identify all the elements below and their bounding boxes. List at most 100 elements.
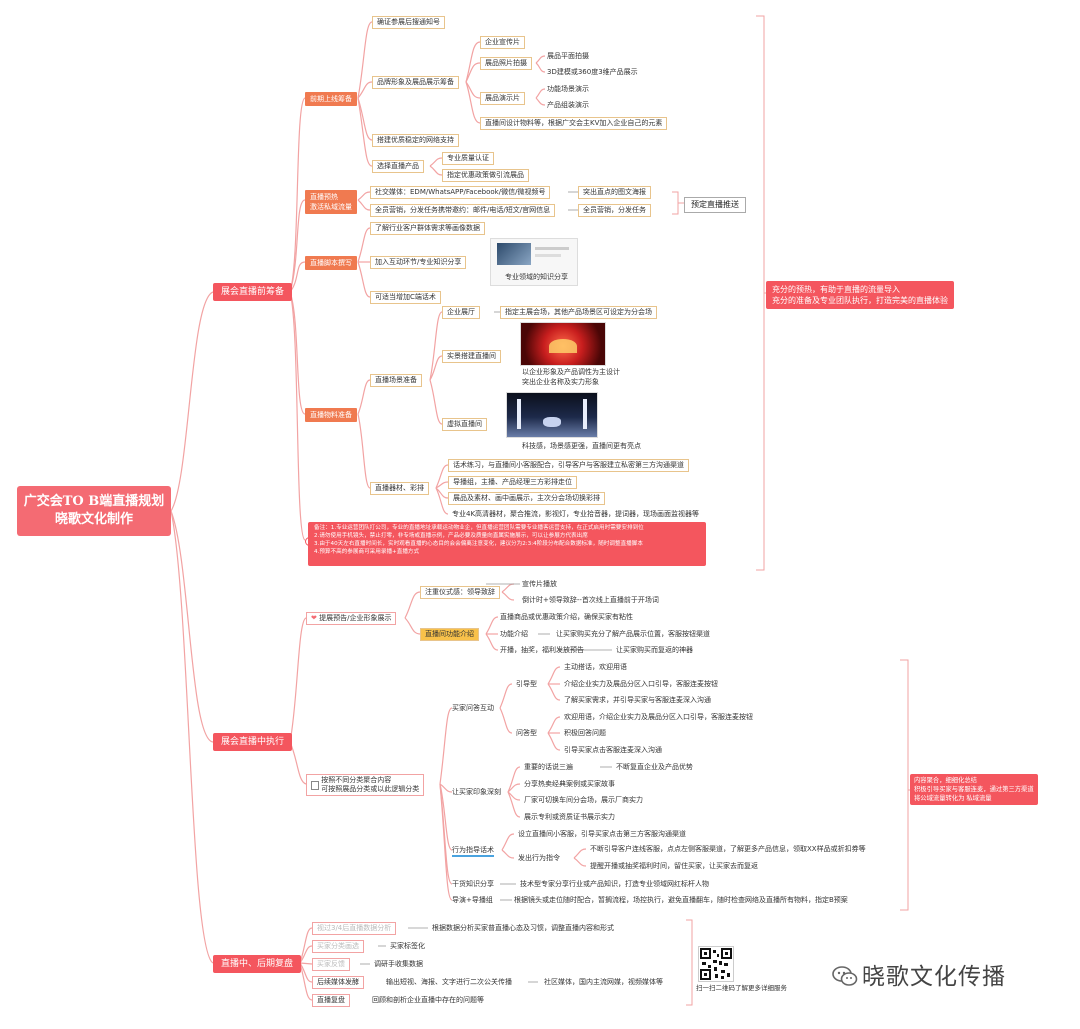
main-topic-during[interactable]: 展会直播中执行 — [213, 733, 293, 751]
node-flat-photo: 展品平面拍摄 — [547, 52, 589, 60]
node-pip-rehearsal[interactable]: 展品及素材、画中画展示，主次分会场切换彩排 — [448, 492, 605, 505]
node-brand-prep[interactable]: 品牌形象及展品展示筹备 — [372, 76, 459, 89]
heart-icon: ❤ — [311, 614, 317, 622]
node-promo-video[interactable]: 企业宣传片 — [480, 36, 525, 49]
node-audience[interactable]: 了解行业客户群体需求等画像数据 — [370, 222, 485, 235]
node-3d-model: 3D建模或360度3维产品展示 — [547, 68, 638, 76]
pre-note-line: 备注：1.专业运营团队打公司，专业的直播地址承载运动物业企，但直播运营团队需要专… — [314, 525, 644, 531]
section-warmup-line1: 直播预热 — [310, 193, 338, 201]
main-topic-pre[interactable]: 展会直播前筹备 — [213, 283, 293, 301]
node-showroom[interactable]: 企业展厅 — [442, 306, 480, 319]
during-summary-line1: 内容聚合，细细化总结 — [914, 777, 977, 784]
node-guide-3: 了解买家需求，并引导买家与客服连麦深入沟通 — [564, 696, 711, 704]
node-interaction[interactable]: 加入互动环节/专业知识分享 — [370, 256, 467, 269]
section-content[interactable]: 按照不同分类聚合内容 可按照展品分类或以此逻辑分类 — [306, 774, 425, 796]
node-main-venue[interactable]: 指定主展会场，其他产品场景区可设定为分会场 — [500, 306, 657, 319]
section-script[interactable]: 直播脚本撰写 — [305, 256, 357, 270]
node-case: 分享热卖经典案例或买家故事 — [524, 780, 615, 788]
section-content-line1: 按照不同分类聚合内容 — [321, 776, 392, 784]
node-knowledge-detail: 技术型专家分享行业或产品知识，打造专业领域网红标杆人物 — [520, 880, 709, 888]
knowledge-image-thumb — [497, 243, 531, 265]
during-summary-line2: 积极引导买家与客服连麦，通过第三方渠道 — [914, 786, 1034, 793]
real-studio-caption1: 以企业形象及产品调性为主设计 — [522, 368, 620, 376]
root-topic[interactable]: 广交会TO B端直播规划 晓歌文化制作 — [17, 486, 171, 536]
node-schedule-push[interactable]: 预定直播推送 — [684, 197, 746, 213]
section-materials[interactable]: 直播物料准备 — [305, 408, 357, 422]
pre-summary[interactable]: 充分的预热，有助于直播的流量导入 充分的准备及专业团队执行，打造完美的直播体验 — [766, 281, 954, 309]
during-summary[interactable]: 内容聚合，细细化总结 积极引导买家与客服连麦，通过第三方渠道 将公域流量转化为 … — [910, 774, 1038, 805]
node-register[interactable]: 确证参展后搜通知号 — [372, 16, 445, 29]
node-buyer-classify[interactable]: 买家分类画选 — [312, 940, 364, 953]
node-scene-prep[interactable]: 直播场景准备 — [370, 374, 422, 387]
node-social-media[interactable]: 社交媒体：EDM/WhatsAPP/Facebook/微信/微视频号 — [370, 186, 551, 199]
node-script-practice[interactable]: 话术练习，与直播间小客服配合，引导客户与客服建立私密第三方沟通渠道 — [448, 459, 689, 472]
node-feedback-detail: 调研手收集数据 — [374, 960, 423, 968]
node-knowledge: 干货知识分享 — [452, 880, 494, 888]
node-lottery: 开播，抽奖，福利发放预告 — [500, 646, 584, 654]
virtual-studio-light — [517, 399, 521, 429]
virtual-studio-desk — [543, 417, 561, 427]
node-virtual-studio[interactable]: 虚拟直播间 — [442, 418, 487, 431]
pre-note: 备注：1.专业运营团队打公司，专业的直播地址承载运动物业企，但直播运营团队需要专… — [308, 522, 706, 566]
knowledge-caption: 专业领域的知识分享 — [505, 273, 568, 281]
node-rehearsal[interactable]: 导播组，主播、产品经理三方彩排走位 — [448, 476, 577, 489]
node-function-intro-detail: 让买家购买充分了解产品展示位置，客服按钮渠道 — [556, 630, 710, 638]
real-studio-caption2: 突出企业名称及实力形象 — [522, 378, 599, 386]
node-guide-2: 介绍企业实力及展品分区入口引导，客服连麦按钮 — [564, 680, 718, 688]
section-preview[interactable]: ❤ 提展预告/企业形象展示 — [306, 612, 397, 625]
section-warmup[interactable]: 直播预热 激活私域流量 — [305, 190, 357, 214]
node-photo-shoot[interactable]: 展品照片拍摄 — [480, 57, 532, 70]
virtual-studio-image — [506, 392, 598, 438]
knowledge-share-image: 专业领域的知识分享 — [490, 238, 578, 286]
node-answer-2: 积极回答问题 — [564, 729, 606, 737]
section-content-line2: 可按照展品分类或以此逻辑分类 — [321, 785, 420, 793]
real-studio-stage — [549, 339, 577, 353]
qr-code-icon — [698, 946, 734, 982]
node-network[interactable]: 搭建优质稳定的网络支持 — [372, 134, 459, 147]
section-content-text: 按照不同分类聚合内容 可按照展品分类或以此逻辑分类 — [321, 776, 419, 794]
node-c-script[interactable]: 可适当增加C端话术 — [370, 291, 441, 304]
node-studio-design[interactable]: 直播间设计物料等，根据广交会主KV加入企业自己的元素 — [480, 117, 668, 130]
node-data-analysis-detail: 根据数据分析买家普直播心态及习惯，调整直播内容和形式 — [432, 924, 614, 932]
node-demo-video[interactable]: 展品演示片 — [480, 92, 525, 105]
node-instruction-2: 提醒开播或抽奖福利时间，留住买家，让买家去而复返 — [590, 862, 758, 870]
main-topic-post[interactable]: 直播中、后期复盘 — [213, 955, 302, 973]
wechat-icon — [832, 965, 858, 987]
node-promo-play: 宣传片播放 — [522, 580, 557, 588]
node-review[interactable]: 直播复盘 — [312, 994, 350, 1007]
node-buyer-tag: 买家标签化 — [390, 942, 425, 950]
node-director-detail: 根据镜头或走位随时配合，暂搁流程，场控执行，避免直播翻车，随时检查网络及直播所有… — [514, 896, 848, 904]
node-media-follow[interactable]: 后续媒体发酵 — [312, 976, 364, 989]
section-prep[interactable]: 前期上线筹备 — [305, 92, 357, 106]
node-poster[interactable]: 突出直点的图文海报 — [578, 186, 651, 199]
node-feedback[interactable]: 买家反馈 — [312, 958, 350, 971]
node-select-product[interactable]: 选择直播产品 — [372, 160, 424, 173]
section-warmup-line2: 激活私域流量 — [310, 203, 352, 211]
node-media-channels: 社区媒体，国内主流网媒，视频媒体等 — [544, 978, 663, 986]
node-behavior: 行为指导话术 — [452, 846, 494, 857]
document-icon — [311, 780, 319, 790]
wechat-icon-graphic — [832, 966, 858, 986]
node-countdown: 倒计时+领导致辞--首次线上直播前于开场词 — [522, 596, 659, 604]
node-studio-functions[interactable]: 直播间功能介绍 — [420, 628, 479, 641]
node-review-detail: 回顾和剖析企业直播中存在的问题等 — [372, 996, 484, 1004]
node-quality-cert[interactable]: 专业质量认证 — [442, 152, 494, 165]
node-ceremony[interactable]: 注重仪式感：领导致辞 — [420, 586, 500, 599]
watermark: 晓歌文化传播 — [832, 962, 1006, 992]
node-real-studio[interactable]: 实景搭建直播间 — [442, 350, 501, 363]
node-guide-1: 主动搭话，欢迎用语 — [564, 663, 627, 671]
pre-note-line: 3.由于40天左右直播时间长，实时观看直播的心态目的会会偏离注意变化，建议分为2… — [314, 541, 643, 547]
node-equipment[interactable]: 直播器材、彩排 — [370, 482, 429, 495]
node-promo-product[interactable]: 指定优惠政策做引流展品 — [442, 169, 529, 182]
node-data-analysis[interactable]: 视过3/4后直播数据分析 — [312, 922, 397, 935]
node-all-staff[interactable]: 全员营销，分发任务携带邀约：邮件/电话/短文/官网信息 — [370, 204, 556, 217]
node-factory: 厂家可切换车间分会场，展示厂商实力 — [524, 796, 643, 804]
virtual-studio-caption: 科技感，场景感更强，直播间更有亮点 — [522, 442, 641, 450]
node-all-staff-task[interactable]: 全员营销，分发任务 — [578, 204, 651, 217]
node-answer-type: 问答型 — [516, 729, 537, 737]
node-media-detail: 输出短视、海报、文字进行二次公关传播 — [386, 978, 512, 986]
root-title: 广交会TO B端直播规划 — [23, 494, 165, 509]
node-repeat: 重要的话说三遍 — [524, 763, 573, 771]
node-service: 设立直播间小客服，引导买家点击第三方客服沟通渠道 — [518, 830, 686, 838]
node-qa: 买家问答互动 — [452, 704, 494, 712]
